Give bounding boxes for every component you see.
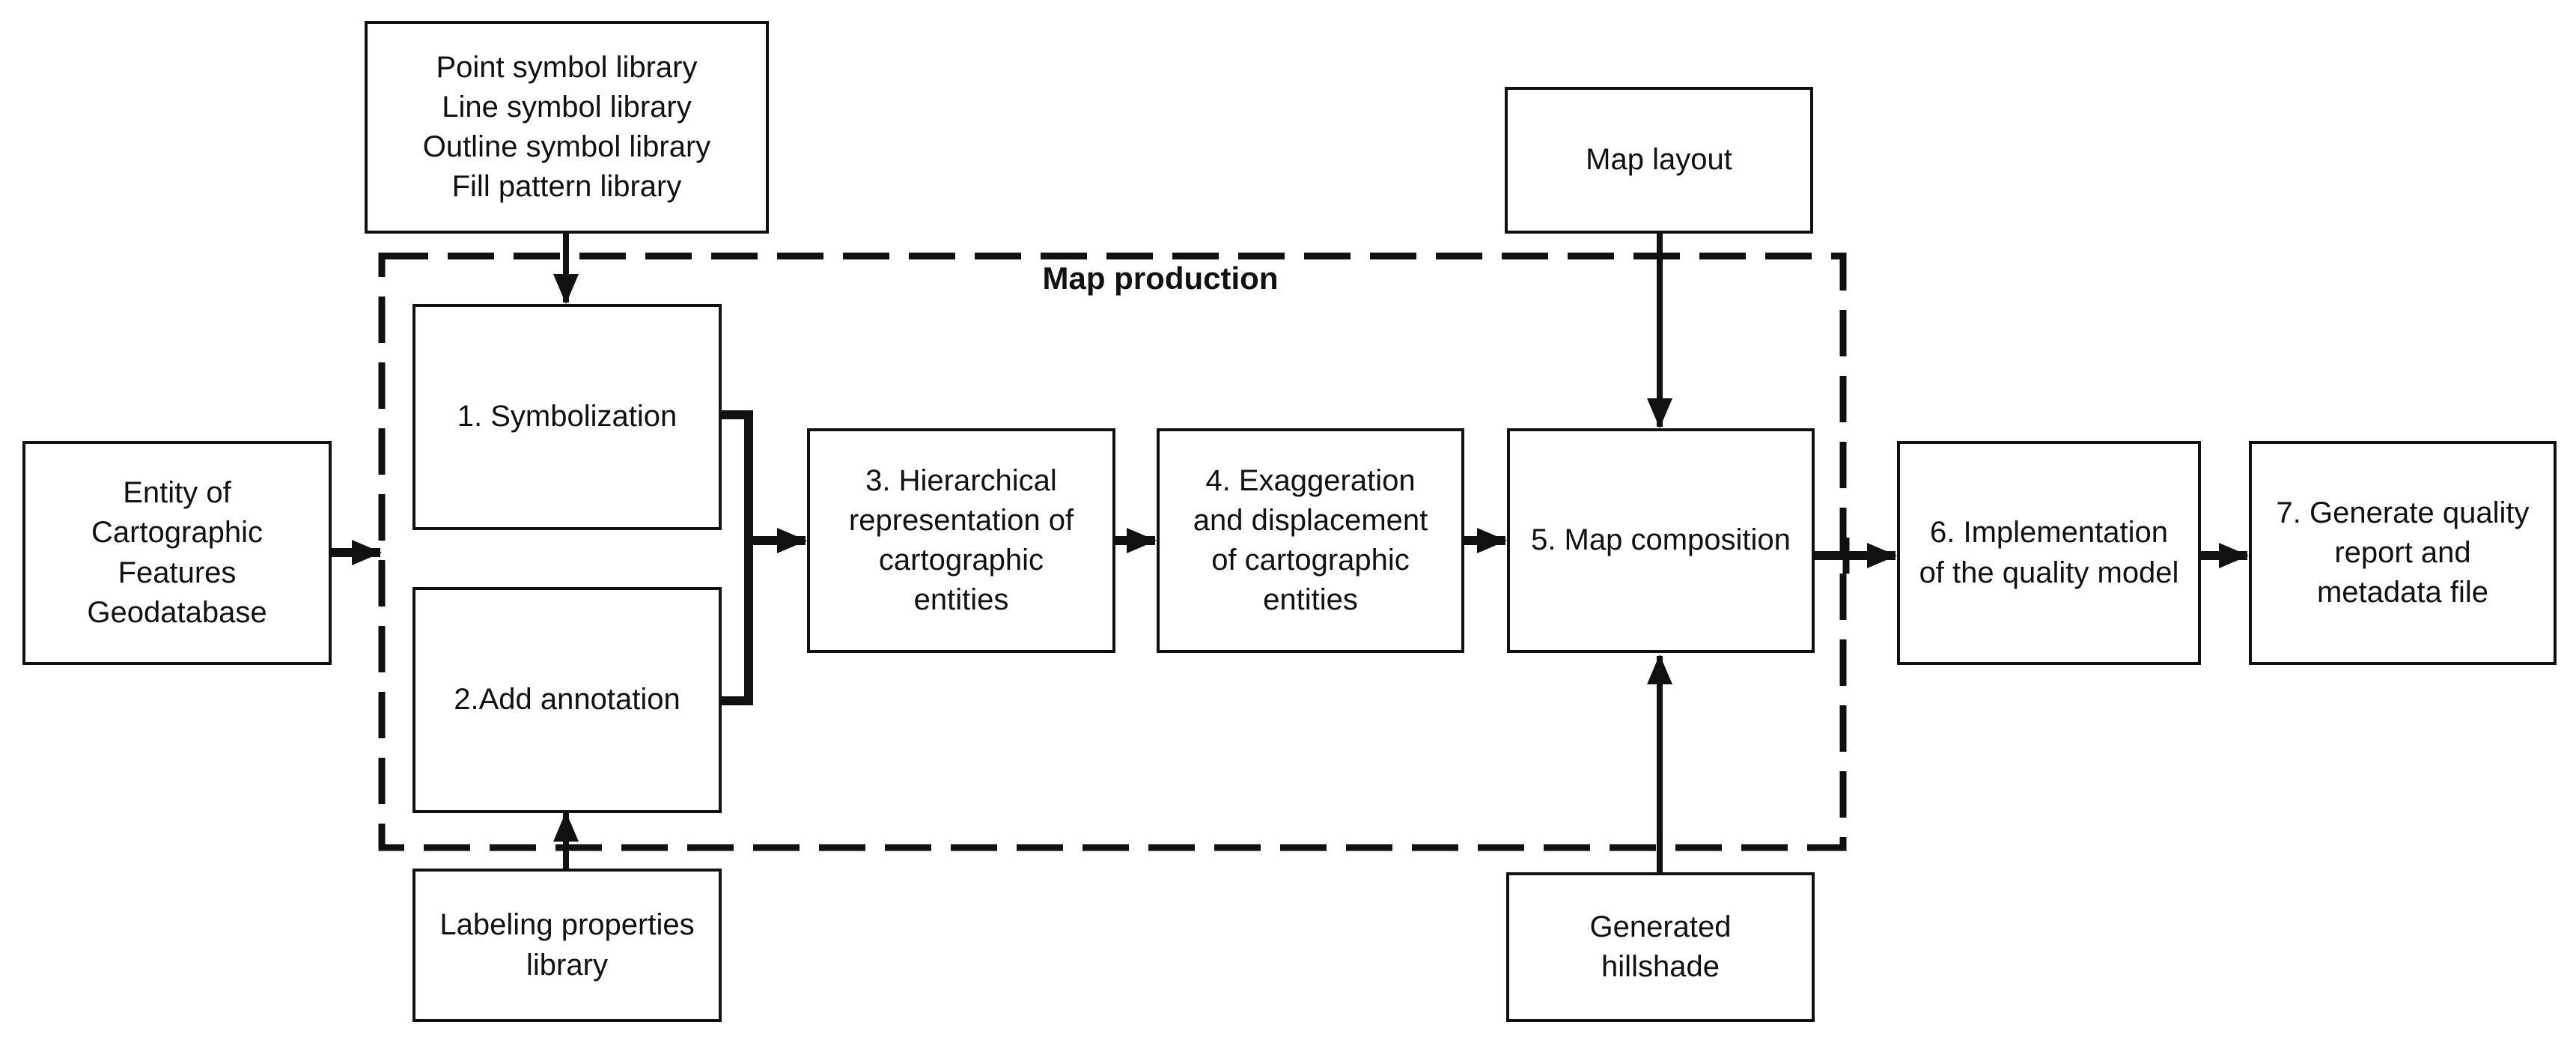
- node-text-line: 6. Implementation: [1930, 516, 2168, 550]
- node-text-line: entities: [1263, 583, 1358, 617]
- add-annotation-node: 2.Add annotation: [412, 587, 722, 813]
- node-text-line: Cartographic: [91, 516, 263, 550]
- node-text-line: library: [526, 948, 608, 982]
- map-layout-node: Map layout: [1505, 87, 1813, 234]
- node-text-line: Entity of: [123, 476, 231, 510]
- exaggeration-displacement-node: 4. Exaggeration and displacement of cart…: [1157, 428, 1464, 653]
- quality-report-node: 7. Generate quality report and metadata …: [2249, 441, 2557, 665]
- node-text-line: of cartographic: [1211, 544, 1410, 577]
- quality-model-node: 6. Implementation of the quality model: [1897, 441, 2201, 665]
- node-text-line: 7. Generate quality: [2276, 496, 2530, 529]
- node-text-line: and displacement: [1193, 503, 1428, 537]
- map-production-title: Map production: [1042, 261, 1279, 296]
- node-text-line: Labeling properties: [439, 908, 695, 942]
- node-text-line: entities: [913, 583, 1009, 617]
- node-text-line: of the quality model: [1919, 556, 2179, 589]
- entity-geodatabase-node: Entity of Cartographic Features Geodatab…: [22, 441, 332, 665]
- node-text-line: Fill pattern library: [451, 170, 682, 204]
- symbol-libraries-node: Point symbol library Line symbol library…: [365, 21, 769, 234]
- node-text-line: hillshade: [1601, 950, 1720, 983]
- map-composition-node: 5. Map composition: [1507, 428, 1815, 653]
- hillshade-node: Generated hillshade: [1506, 872, 1815, 1022]
- node-text-line: Outline symbol library: [422, 130, 711, 163]
- node-text-line: 3. Hierarchical: [865, 463, 1057, 497]
- node-text-line: 4. Exaggeration: [1205, 463, 1416, 497]
- node-text-line: metadata file: [2316, 576, 2489, 609]
- node-text-line: 5. Map composition: [1531, 523, 1791, 557]
- node-text-line: 2.Add annotation: [454, 683, 680, 717]
- node-text-line: cartographic: [878, 544, 1044, 577]
- symbolization-node: 1. Symbolization: [412, 304, 722, 530]
- node-text-line: representation of: [848, 503, 1074, 537]
- node-text-line: Geodatabase: [87, 595, 267, 629]
- node-text-line: report and: [2334, 535, 2471, 569]
- merge-bracket: [722, 410, 753, 705]
- node-text-line: Features: [118, 556, 237, 589]
- node-text-line: Line symbol library: [442, 90, 692, 124]
- node-text-line: Generated: [1589, 910, 1732, 943]
- hierarchical-representation-node: 3. Hierarchical representation of cartog…: [807, 428, 1115, 653]
- labeling-library-node: Labeling properties library: [412, 869, 722, 1022]
- node-text-line: Map layout: [1586, 143, 1732, 177]
- node-text-line: Point symbol library: [436, 50, 698, 84]
- node-text-line: 1. Symbolization: [457, 400, 678, 434]
